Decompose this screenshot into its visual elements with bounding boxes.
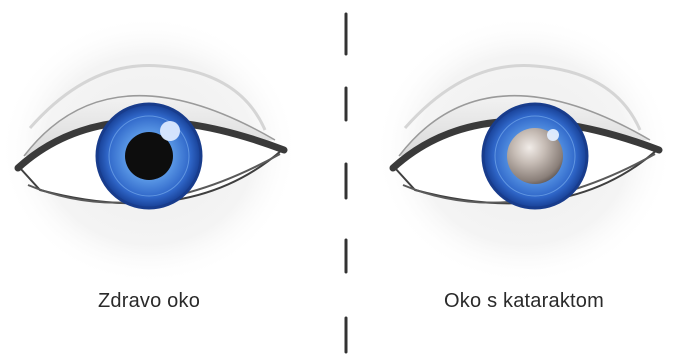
cataract-eye: [374, 15, 674, 285]
healthy-eye-label: Zdravo oko: [98, 290, 200, 313]
cataract-eye-label: Oko s kataraktom: [444, 290, 604, 313]
healthy-eye: [0, 15, 299, 285]
